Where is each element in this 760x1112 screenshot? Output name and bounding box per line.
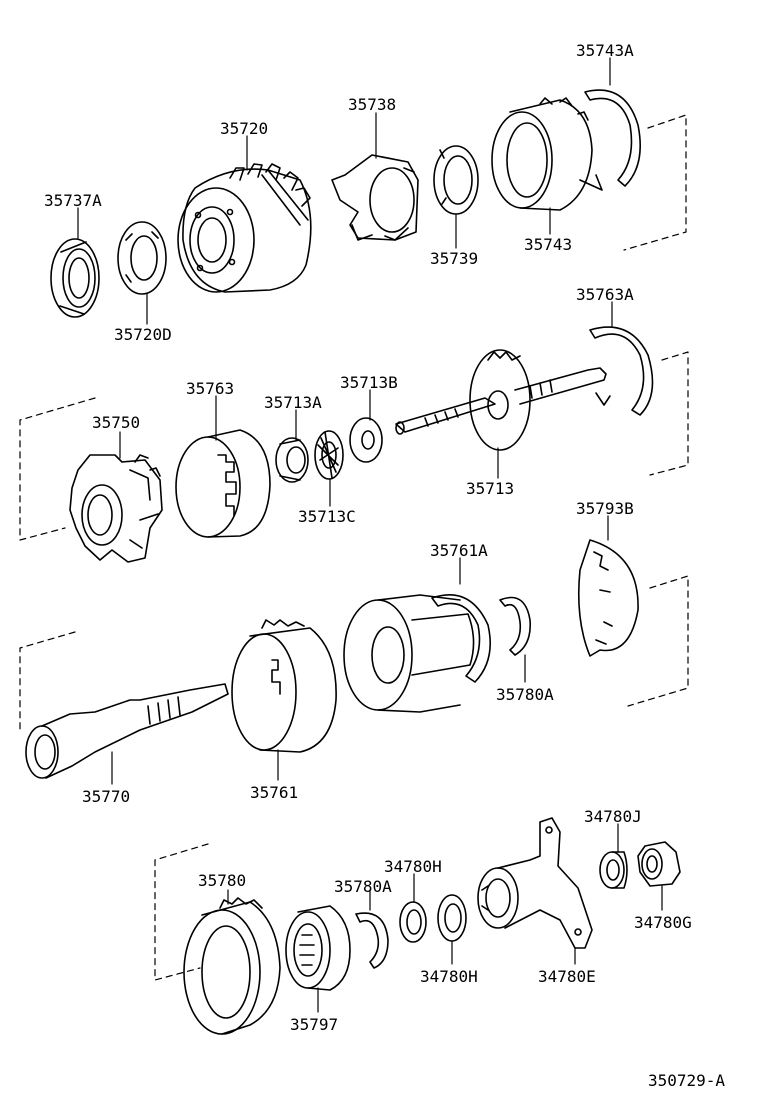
label-35713[interactable]: 35713: [466, 479, 514, 498]
part-35713-input-shaft[interactable]: [396, 350, 606, 450]
label-35738[interactable]: 35738: [348, 95, 396, 114]
part-34780J-oil-seal[interactable]: [600, 852, 627, 888]
part-35780A-snap-ring-lower[interactable]: [356, 913, 388, 968]
label-35761[interactable]: 35761: [250, 783, 298, 802]
label-35797[interactable]: 35797: [290, 1015, 338, 1034]
part-34780H-washer-lower[interactable]: [438, 895, 466, 941]
part-35750-planetary-carrier[interactable]: [70, 455, 162, 562]
label-35713C[interactable]: 35713C: [298, 507, 356, 526]
part-35720-gear-drum[interactable]: [178, 164, 311, 292]
part-35763A-snap-ring[interactable]: [590, 327, 653, 415]
label-35743[interactable]: 35743: [524, 235, 572, 254]
label-35713B[interactable]: 35713B: [340, 373, 398, 392]
part-35793B-clutch-ring[interactable]: [579, 540, 638, 656]
label-35720D[interactable]: 35720D: [114, 325, 172, 344]
part-35720D-thrust-plate[interactable]: [118, 222, 166, 294]
label-35770[interactable]: 35770: [82, 787, 130, 806]
part-35743-clutch-drum[interactable]: [492, 98, 602, 210]
label-35720[interactable]: 35720: [220, 119, 268, 138]
part-35737A-seal[interactable]: [51, 239, 99, 317]
part-34780H-washer-upper[interactable]: [400, 902, 426, 942]
label-35763A[interactable]: 35763A: [576, 285, 634, 304]
part-35763-ring-gear[interactable]: [176, 430, 270, 537]
label-35761A[interactable]: 35761A: [430, 541, 488, 560]
leader-lines: [77, 57, 663, 1013]
label-34780H-upper[interactable]: 34780H: [384, 857, 442, 876]
label-35743A[interactable]: 35743A: [576, 41, 634, 60]
part-34780G-nut[interactable]: [638, 842, 680, 886]
label-35750[interactable]: 35750: [92, 413, 140, 432]
part-35713A-bearing-race[interactable]: [276, 438, 308, 482]
part-35761A-snap-ring[interactable]: [432, 595, 490, 682]
part-35713B-washer[interactable]: [350, 418, 382, 462]
label-35713A[interactable]: 35713A: [264, 393, 322, 412]
label-35763[interactable]: 35763: [186, 379, 234, 398]
part-35761-ring-gear[interactable]: [232, 620, 336, 752]
part-35761A-clutch-hub[interactable]: [344, 595, 474, 712]
label-34780J[interactable]: 34780J: [584, 807, 642, 826]
label-34780H-lower[interactable]: 34780H: [420, 967, 478, 986]
label-35793B[interactable]: 35793B: [576, 499, 634, 518]
label-35737A[interactable]: 35737A: [44, 191, 102, 210]
label-35780[interactable]: 35780: [198, 871, 246, 890]
part-35739-thrust-washer[interactable]: [434, 146, 478, 214]
part-35780-clutch-drum[interactable]: [184, 898, 280, 1034]
part-35770-output-shaft[interactable]: [26, 684, 228, 778]
part-35797-needle-bearing[interactable]: [286, 906, 350, 990]
label-35780A-mid[interactable]: 35780A: [496, 685, 554, 704]
part-labels: 35743A 35738 35720 35737A 35739 35743 35…: [44, 41, 725, 1090]
part-34780E-companion-flange[interactable]: [478, 818, 592, 948]
label-35739[interactable]: 35739: [430, 249, 478, 268]
dashed-leader-row2-left: [19, 397, 96, 541]
label-35780A-bottom[interactable]: 35780A: [334, 877, 392, 896]
diagram-id: 350729-A: [648, 1071, 725, 1090]
dashed-leader-row4-left: [154, 843, 209, 981]
dashed-leader-row3-left: [19, 631, 76, 731]
part-35780A-snap-ring[interactable]: [500, 598, 530, 656]
dashed-leader-row2-right: [649, 351, 689, 476]
part-35738-clutch-hub[interactable]: [332, 155, 418, 240]
label-34780G[interactable]: 34780G: [634, 913, 692, 932]
part-35713C-needle-bearing[interactable]: [315, 431, 343, 479]
dashed-leader-row1: [623, 114, 687, 251]
part-35743A-snap-ring[interactable]: [585, 90, 640, 186]
label-34780E[interactable]: 34780E: [538, 967, 596, 986]
